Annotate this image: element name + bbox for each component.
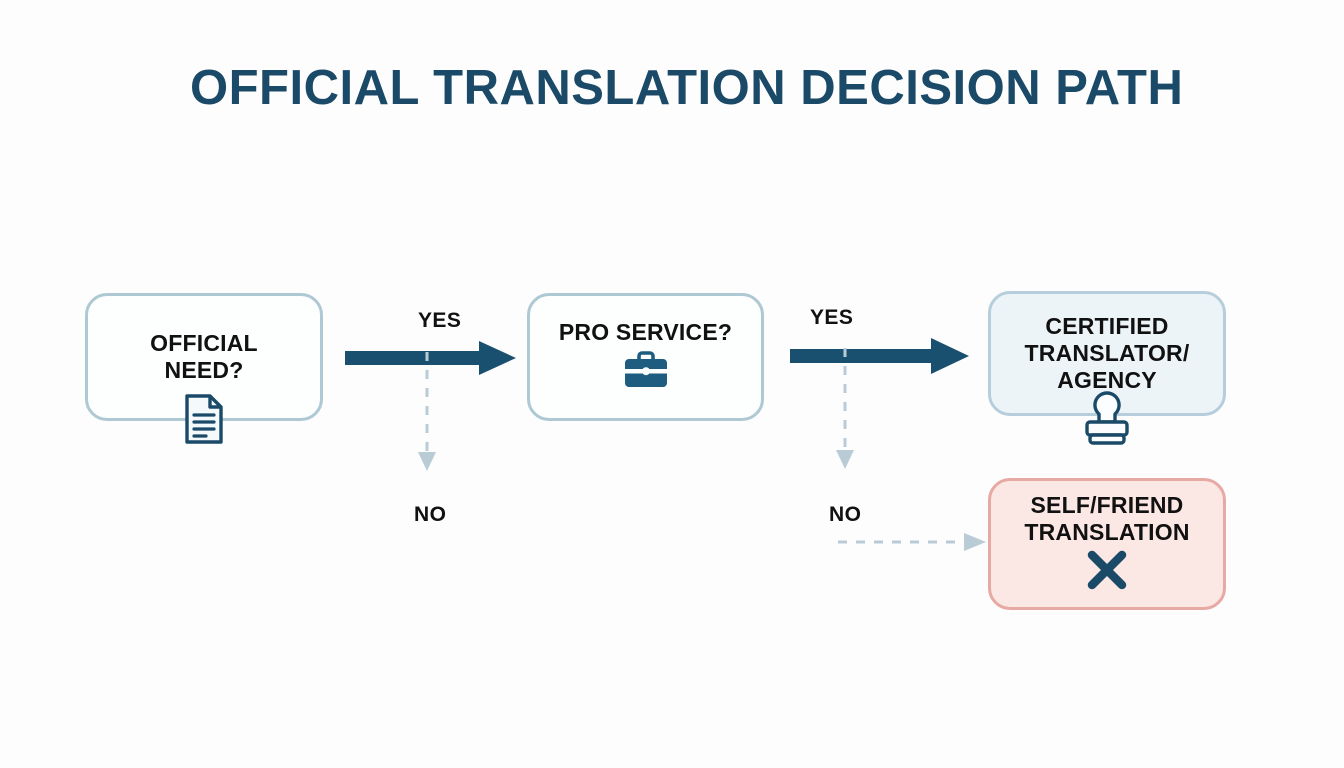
stamp-icon: [991, 389, 1223, 449]
page-title: OFFICIAL TRANSLATION DECISION PATH: [190, 61, 1184, 115]
node-pro-service-label: PRO SERVICE?: [558, 319, 733, 346]
edge-label-no-2: NO: [829, 503, 862, 526]
arrow-no-1: [412, 352, 442, 481]
arrow-yes-1: [345, 338, 517, 383]
node-official-need-label: OFFICIAL NEED?: [150, 330, 258, 383]
node-self-friend-translation-label: SELF/FRIEND TRANSLATION: [1024, 491, 1190, 545]
edge-label-yes-2: YES: [810, 306, 854, 329]
node-self-friend-translation[interactable]: SELF/FRIEND TRANSLATION: [988, 478, 1226, 610]
node-official-need[interactable]: OFFICIAL NEED?: [85, 293, 323, 444]
arrow-yes-2: [790, 334, 970, 383]
arrow-no-2-horizontal: [838, 528, 990, 561]
node-pro-service[interactable]: PRO SERVICE?: [527, 293, 764, 421]
arrow-no-2: [830, 348, 860, 479]
edge-label-no-1: NO: [414, 503, 447, 526]
document-icon: [88, 393, 320, 445]
cross-icon: [1084, 549, 1130, 596]
node-certified-translator[interactable]: CERTIFIED TRANSLATOR/ AGENCY: [988, 291, 1226, 445]
edge-label-yes-1: YES: [418, 309, 462, 332]
briefcase-icon: [623, 350, 669, 395]
node-certified-translator-label: CERTIFIED TRANSLATOR/ AGENCY: [1024, 313, 1190, 393]
